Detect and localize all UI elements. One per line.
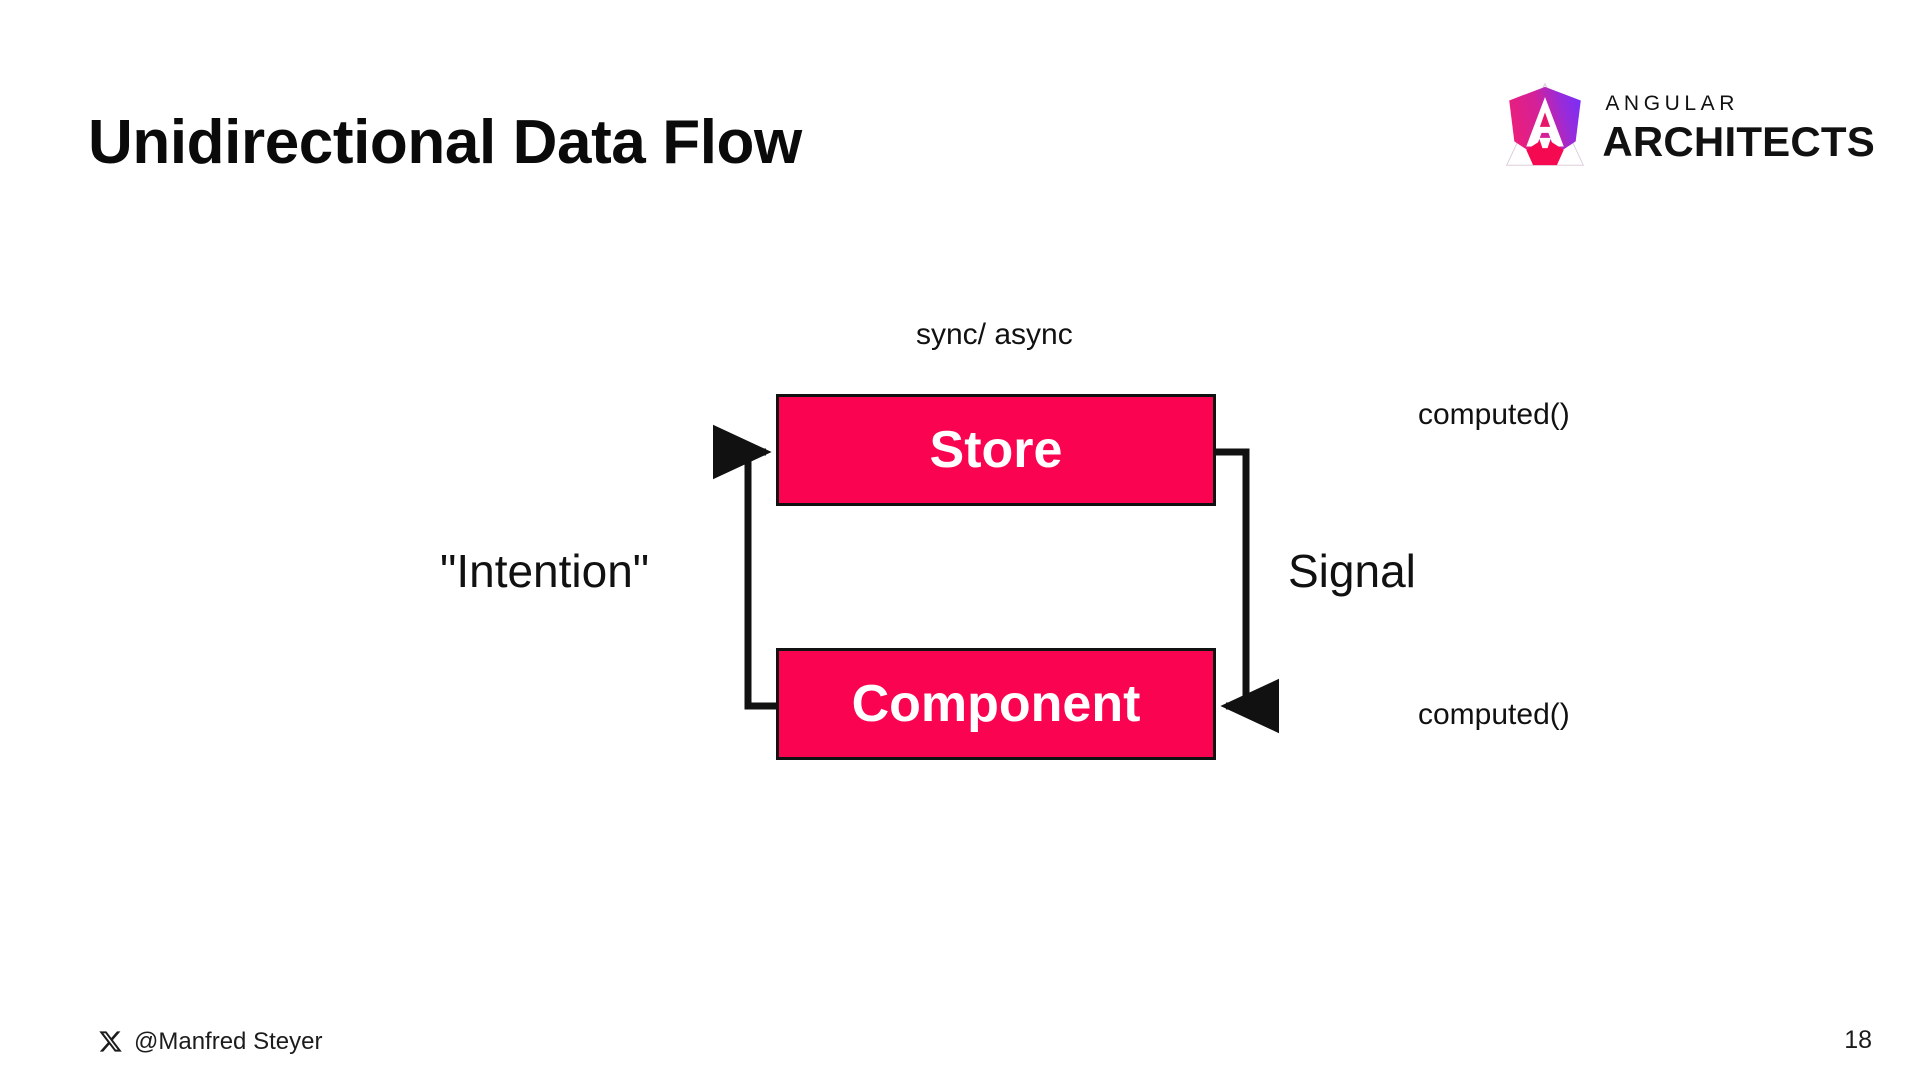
footer-page-number: 18 [1844,1026,1872,1054]
connector-store-to-component[interactable] [1216,448,1280,734]
label-intention: "Intention" [440,545,650,597]
footer-social-handle[interactable]: @Manfred Steyer [98,1029,322,1054]
flow-box-component[interactable]: Component [776,648,1216,760]
flow-box-store[interactable]: Store [776,394,1216,506]
angular-shield-icon [1502,80,1588,172]
label-signal: Signal [1288,545,1416,597]
x-twitter-icon [99,1031,122,1052]
brand-name-top: ANGULAR [1605,92,1740,115]
connector-component-to-store[interactable] [712,424,776,710]
label-computed-top: computed() [1418,398,1570,431]
page-title: Unidirectional Data Flow [88,108,802,177]
footer-handle-text: @Manfred Steyer [134,1027,323,1055]
brand-wordmark: ANGULAR ARCHITECTS [1602,89,1875,163]
brand-logo: ANGULAR ARCHITECTS [1502,78,1875,174]
flow-box-store-label: Store [929,421,1063,479]
label-computed-bottom: computed() [1418,698,1570,731]
flow-box-component-label: Component [851,675,1141,733]
brand-name-bottom: ARCHITECTS [1602,118,1875,165]
label-sync-async: sync/ async [916,318,1073,351]
